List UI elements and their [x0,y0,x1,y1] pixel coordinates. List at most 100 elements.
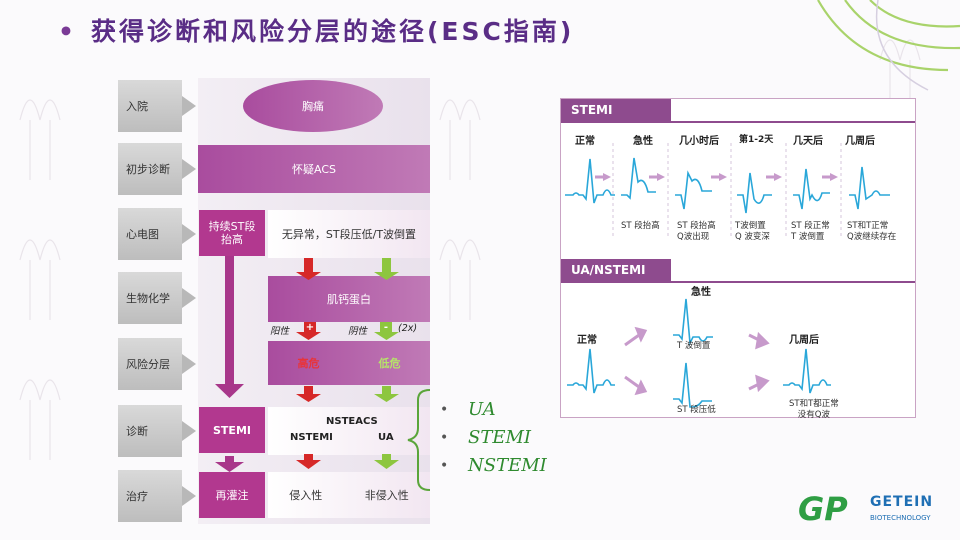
positive-mark: + [304,322,316,334]
stage-label: 急性 [633,136,653,147]
ecg-weeks-trace [849,166,890,210]
nste-box [268,407,430,455]
suspect-acs-box: 怀疑ACS [198,145,430,193]
ua-acute-label: 急性 [691,287,711,298]
chest-pain-oval: 胸痛 [243,80,383,132]
diagnosis-bullet-list: •UA •STEMI •NSTEMI [440,396,547,480]
bullet-dot: • [440,402,449,418]
curly-brace [407,389,431,491]
ecg-normal-trace [565,158,615,204]
logo-sub: BIOTECHNOLOGY [870,514,931,522]
ua-caption-st: ST 段压低 [677,405,716,415]
ua-t-inverted-trace [673,298,713,346]
row-arrow [182,96,196,116]
logo-name: GETEIN [870,494,934,510]
bullet-item: •NSTEMI [440,452,547,480]
stemi-label: STEMI [213,423,251,437]
gp-logo-mark: GP [798,490,848,528]
negative-label: 阴性 [348,326,368,337]
ecg-days-trace [793,168,830,210]
title-bullet: • [58,17,77,46]
gp-logo-text: GP [798,490,848,526]
high-risk-label: 高危 [297,357,320,370]
ecg-panel: STEMI 正常 急性 几小时后 第1-2天 几天后 几周后 [560,98,916,420]
invasive-label: 侵入性 [289,489,323,502]
risk-box: 高危 低危 [268,341,430,385]
invasive-box: 侵入性 非侵入性 [268,472,430,518]
stemi-header: STEMI [561,99,671,123]
ecg-normal-label: 无异常，ST段压低/T波倒置 [281,228,417,241]
stage-label: 第1-2天 [739,135,774,145]
getein-logo: GP GETEIN BIOTECHNOLOGY [798,488,932,530]
ua-label: UA [378,432,394,443]
ua-caption-t: T 波倒置 [677,341,711,351]
stage-caption-weeks: ST和T正常 Q波继续存在 [847,221,897,242]
troponin-box: 肌钙蛋白 [268,276,430,322]
ecg-normal-box: 无异常，ST段压低/T波倒置 [268,210,430,258]
row-label-admission: 入院 [118,80,182,132]
row-label-biochemistry: 生物化学 [118,272,182,324]
stage-caption-acute: ST 段抬高 [621,221,660,231]
stage-label: 几天后 [793,136,823,147]
flow-arrows [215,256,399,472]
stemi-arrow-shaft [225,256,234,386]
ecg-days12-trace [737,172,772,214]
nstemi-label: NSTEMI [290,432,333,443]
reperfusion-label: 再灌注 [215,489,249,502]
row-label-diagnosis: 诊断 [118,405,182,457]
green-arrow-shaft [382,258,391,274]
stemi-header-rule [671,121,915,123]
persistent-st-box: 持续ST段 抬高 [199,210,265,256]
row-label-treatment: 治疗 [118,470,182,522]
stage-caption-days: ST 段正常 T 波倒置 [791,221,830,242]
stemi-arrow-head [215,384,244,398]
green-arrow-head [374,272,399,280]
row-arrow [182,421,196,441]
ecg-acute-trace [621,157,656,200]
troponin-label: 肌钙蛋白 [327,293,371,306]
row-label-initial-diagnosis: 初步诊断 [118,143,182,195]
ecg-hours-trace [675,170,712,210]
ua-st-depressed-trace [673,362,712,408]
persistent-st-line1: 持续ST段 [208,220,256,233]
reperfusion-arrow-head [215,462,244,472]
stage-caption-days12: T波倒置 Q 波变深 [735,221,770,242]
ua-normal-trace [567,348,615,394]
slide-title: • 获得诊断和风险分层的途径(ESC指南) [58,12,574,48]
bullet-text: NSTEMI [468,455,547,476]
ua-header-rule [671,281,915,283]
stage-label: 几周后 [845,136,875,147]
row-label-ecg: 心电图 [118,208,182,260]
bullet-dot: • [440,430,449,446]
nsteacs-label: NSTEACS [326,416,378,427]
red-arrow-shaft [304,258,313,274]
reperfusion-box: 再灌注 [199,472,265,518]
positive-label: 阳性 [270,326,290,337]
stage-caption-hours: ST 段抬高 Q波出现 [677,221,716,242]
row-arrow [182,486,196,506]
suspect-acs-label: 怀疑ACS [292,163,336,176]
non-invasive-label: 非侵入性 [364,489,409,502]
row-arrow [182,224,196,244]
ua-nstemi-header: UA/NSTEMI [561,259,671,283]
row-arrow [182,354,196,374]
row-label-risk-stratification: 风险分层 [118,338,182,390]
ua-ecg-traces [567,298,831,408]
negative-mark: - [380,322,392,334]
persistent-st-line2: 抬高 [221,233,243,246]
ua-weeks-label: 几周后 [789,335,819,346]
title-text: 获得诊断和风险分层的途径(ESC指南) [90,17,575,46]
ua-normal-label: 正常 [577,335,597,346]
chest-pain-label: 胸痛 [302,100,324,113]
stage-label: 几小时后 [679,136,719,147]
twice-label: (2x) [398,323,418,334]
low-risk-label: 低危 [378,357,401,370]
stage-label: 正常 [575,136,595,147]
red-arrow-head [296,272,321,280]
row-arrow [182,159,196,179]
bullet-text: UA [468,399,496,420]
bullet-item: •STEMI [440,424,547,452]
ua-weeks-trace [783,348,831,394]
